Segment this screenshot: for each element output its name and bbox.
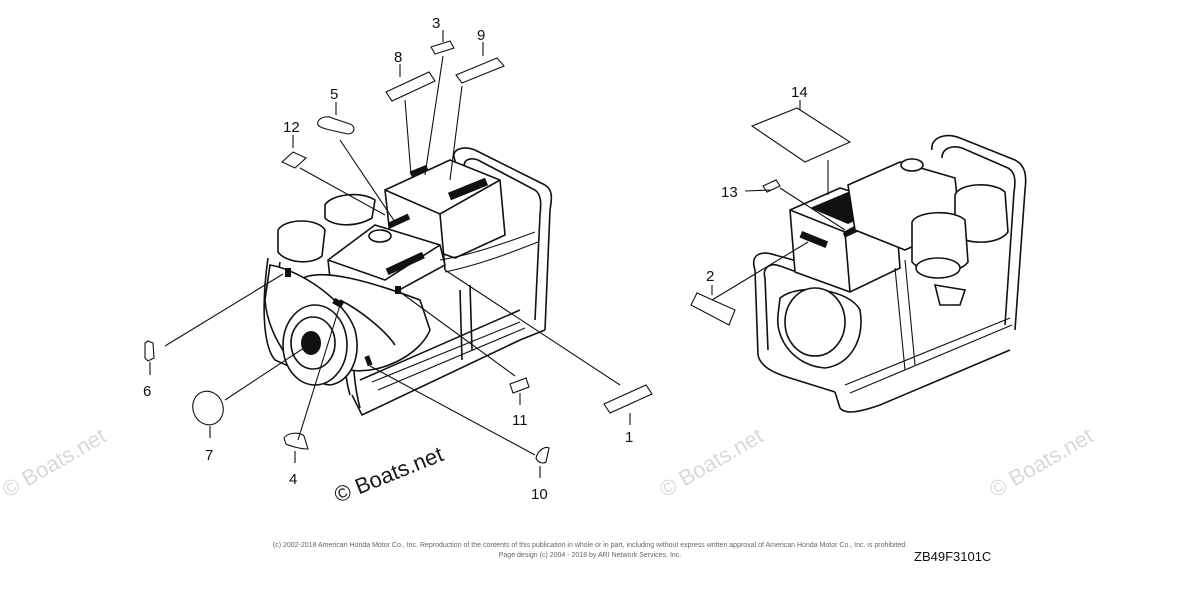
decal-8: [385, 71, 436, 102]
decal-3: [430, 40, 455, 55]
watermark-text: © Boats.net: [655, 423, 767, 502]
callout-1: 1: [625, 429, 633, 446]
decal-6: [144, 340, 155, 362]
decal-7: [192, 390, 224, 426]
callout-13: 13: [721, 184, 738, 201]
callout-8: 8: [394, 49, 402, 66]
pump-right-illustration: [753, 134, 1027, 413]
callout-7: 7: [205, 447, 213, 464]
watermark-center: © Boats.net: [331, 441, 447, 507]
pump-left-illustration: [263, 147, 553, 417]
decal-set-left: [144, 30, 653, 478]
footer: (c) 2002-2018 American Honda Motor Co., …: [273, 542, 991, 564]
callout-14: 14: [791, 84, 808, 101]
decal-2: [690, 292, 736, 326]
diagram-code: ZB49F3101C: [914, 549, 991, 564]
callout-9: 9: [477, 27, 485, 44]
callout-10: 10: [531, 486, 548, 503]
decal-9: [455, 57, 505, 84]
callout-labels: 1 2 3 4 5 6 7 8 9 10 11 12 13 14: [143, 15, 808, 503]
decal-1: [603, 384, 653, 414]
decal-10: [535, 446, 550, 464]
callout-6: 6: [143, 383, 151, 400]
callout-12: 12: [283, 119, 300, 136]
watermark-text: © Boats.net: [0, 423, 110, 502]
decal-12: [281, 151, 307, 169]
decal-5: [317, 116, 355, 135]
watermark-layer: © Boats.net © Boats.net © Boats.net: [0, 423, 1097, 502]
callout-11: 11: [512, 412, 528, 429]
callout-4: 4: [289, 471, 297, 488]
callout-3: 3: [432, 15, 440, 32]
decal-4: [283, 432, 309, 450]
callout-2: 2: [706, 268, 714, 285]
watermark-text: © Boats.net: [985, 423, 1097, 502]
callout-5: 5: [330, 86, 338, 103]
decal-14: [750, 107, 852, 163]
copyright-notice: (c) 2002-2018 American Honda Motor Co., …: [273, 542, 907, 549]
decal-set-right: [690, 100, 852, 326]
decal-11: [509, 377, 530, 394]
page-design-notice: Page design (c) 2004 - 2018 by ARI Netwo…: [499, 552, 682, 559]
